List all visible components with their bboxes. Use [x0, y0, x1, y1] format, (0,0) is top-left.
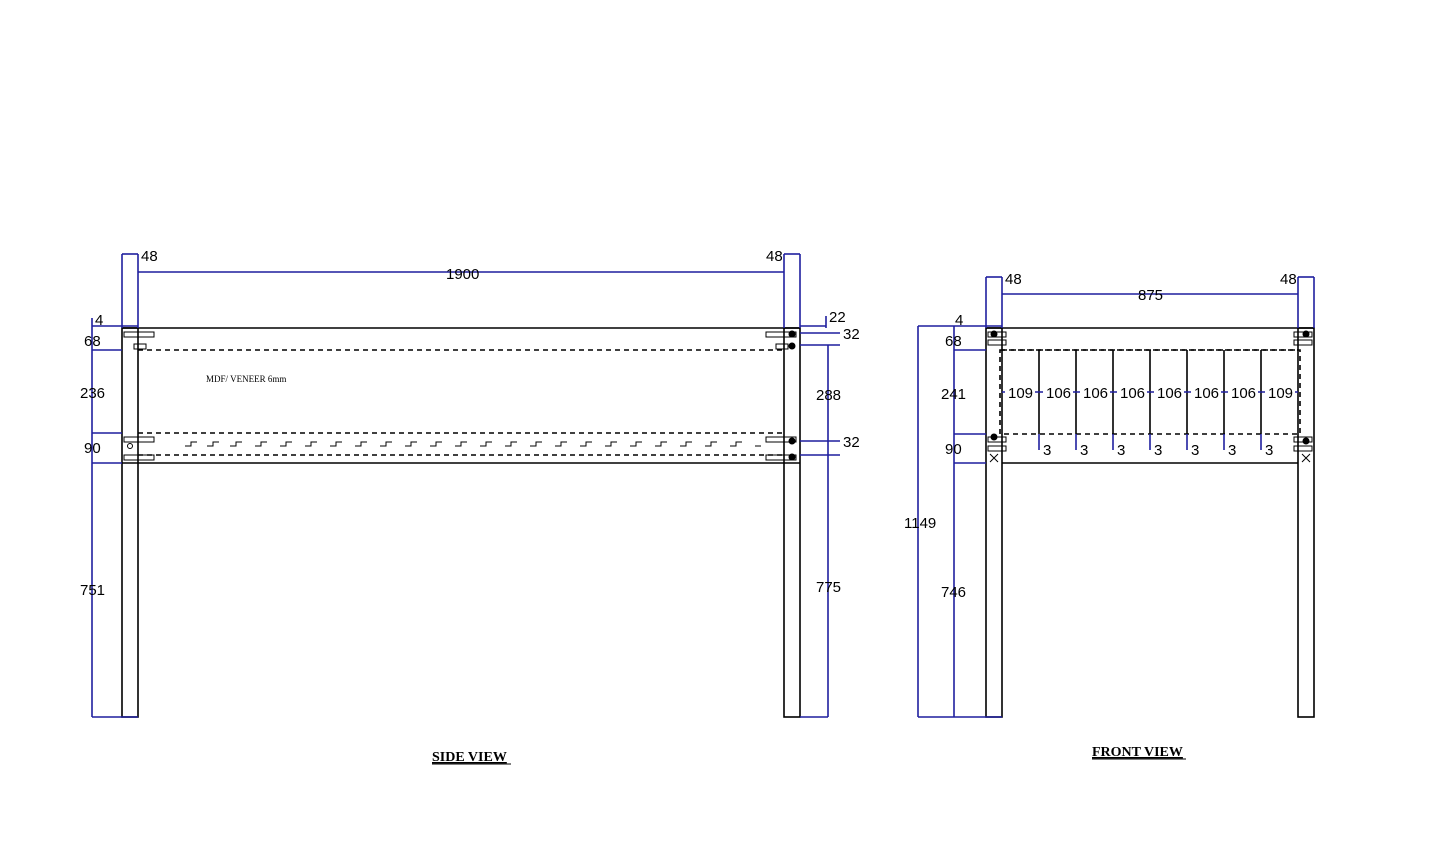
- front-dim-top-offset: 4: [955, 312, 963, 329]
- side-dim-right-leg: 48: [766, 248, 783, 265]
- front-gap-1: 3: [1043, 442, 1051, 459]
- side-dim-right-32-bottom: 32: [843, 434, 860, 451]
- front-dim-left-241: 241: [941, 386, 966, 403]
- front-bay-3: 106: [1083, 385, 1108, 402]
- front-dim-left-90: 90: [945, 441, 962, 458]
- front-view-caption: FRONT VIEW: [1092, 745, 1183, 760]
- front-dim-total-1149: 1149: [904, 515, 936, 532]
- front-dim-right-leg: 48: [1280, 271, 1297, 288]
- side-dim-right-288: 288: [816, 387, 841, 404]
- side-dimension-lines: [91, 253, 840, 718]
- front-gap-3: 3: [1117, 442, 1125, 459]
- front-gap-2: 3: [1080, 442, 1088, 459]
- front-bay-8: 109: [1268, 385, 1293, 402]
- side-left-hardware: [123, 331, 155, 461]
- side-material-note: MDF/ VENEER 6mm: [206, 374, 286, 384]
- front-bay-6: 106: [1194, 385, 1219, 402]
- side-dim-left-leg: 48: [141, 248, 158, 265]
- side-dim-length: 1900: [446, 266, 479, 283]
- side-dim-top-offset: 4: [95, 312, 103, 329]
- front-bay-4: 106: [1120, 385, 1145, 402]
- side-dim-left-90: 90: [84, 440, 101, 457]
- front-dim-left-68: 68: [945, 333, 962, 350]
- side-dim-right-32-top: 32: [843, 326, 860, 343]
- front-dimension-lines: [917, 276, 1315, 718]
- side-dim-left-236: 236: [80, 385, 105, 402]
- side-right-hardware: [765, 330, 797, 461]
- front-bay-2: 106: [1046, 385, 1071, 402]
- side-dim-left-68: 68: [84, 333, 101, 350]
- front-dim-width: 875: [1138, 287, 1163, 304]
- side-view-caption: SIDE VIEW: [432, 750, 507, 765]
- front-bay-1: 109: [1008, 385, 1033, 402]
- front-dim-left-leg: 48: [1005, 271, 1022, 288]
- side-view: 48 48 1900 4 22 32 68 236 288 90 32 751 …: [80, 248, 860, 765]
- front-hardware: [987, 330, 1313, 463]
- side-dim-right-22: 22: [829, 309, 846, 326]
- front-gap-5: 3: [1191, 442, 1199, 459]
- side-left-leg: [121, 327, 139, 718]
- front-gap-7: 3: [1265, 442, 1273, 459]
- front-view: 48 48 875 4 68 241 90 1149 746 109 106 1…: [904, 271, 1315, 760]
- side-slot-pattern: [185, 441, 761, 447]
- front-gap-6: 3: [1228, 442, 1236, 459]
- front-bay-5: 106: [1157, 385, 1182, 402]
- side-dim-left-751: 751: [80, 582, 105, 599]
- front-bay-7: 106: [1231, 385, 1256, 402]
- side-right-leg: [783, 327, 801, 718]
- side-dim-right-775: 775: [816, 579, 841, 596]
- front-dim-left-746: 746: [941, 584, 966, 601]
- front-gap-4: 3: [1154, 442, 1162, 459]
